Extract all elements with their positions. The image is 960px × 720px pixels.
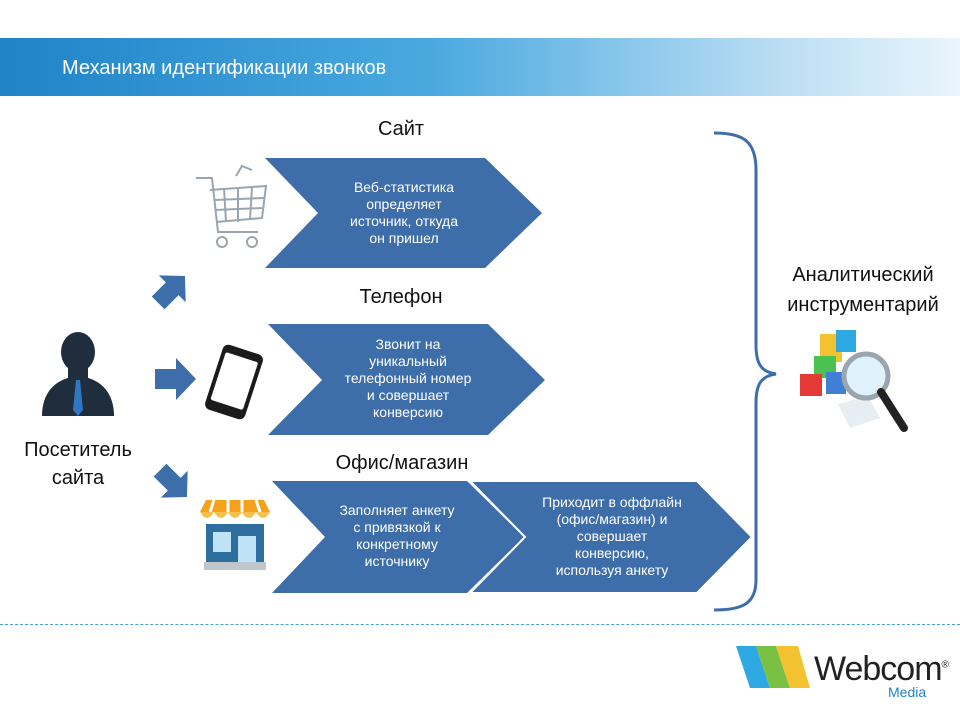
- arrow-right-icon: [155, 358, 196, 400]
- webcom-logo-mark: [736, 646, 810, 688]
- site-description: Веб-статистика определяет источник, отку…: [350, 179, 458, 246]
- right-bracket: [713, 131, 777, 612]
- arrow-down-icon: [153, 463, 188, 498]
- brand-name: Webcom®: [814, 650, 949, 688]
- channel-title-phone: Телефон: [359, 286, 443, 308]
- channel-title-site: Сайт: [377, 118, 425, 140]
- chevron-office-1: [272, 481, 524, 593]
- footer-divider: [0, 624, 960, 625]
- brand-sub: Media: [888, 684, 927, 700]
- shop-icon: [200, 499, 270, 570]
- arrow-up-icon: [151, 275, 186, 310]
- header-bar: Механизм идентификации звонков: [0, 38, 960, 96]
- phone-description: Звонит на уникальный телефонный номер и …: [344, 335, 472, 420]
- analytics-icon: [800, 330, 908, 432]
- office-description: Заполняет анкету с привязкой к конкретно…: [339, 502, 455, 569]
- offline-description: Приходит в оффлайн (офис/магазин) и сове…: [542, 493, 682, 578]
- visitor-silhouette-icon: [42, 332, 114, 416]
- chevron-office-2: [467, 480, 754, 594]
- chevron-site: [265, 158, 542, 268]
- channel-title-office: Офис/магазин: [335, 452, 469, 474]
- visitor-label: Посетитель сайта: [24, 439, 132, 489]
- page-title: Механизм идентификации звонков: [62, 57, 387, 79]
- chevron-phone: [268, 324, 545, 435]
- shopping-cart-icon: [196, 164, 268, 248]
- smartphone-icon: [205, 344, 263, 420]
- analytics-label: Аналитический инструментарий: [787, 264, 939, 316]
